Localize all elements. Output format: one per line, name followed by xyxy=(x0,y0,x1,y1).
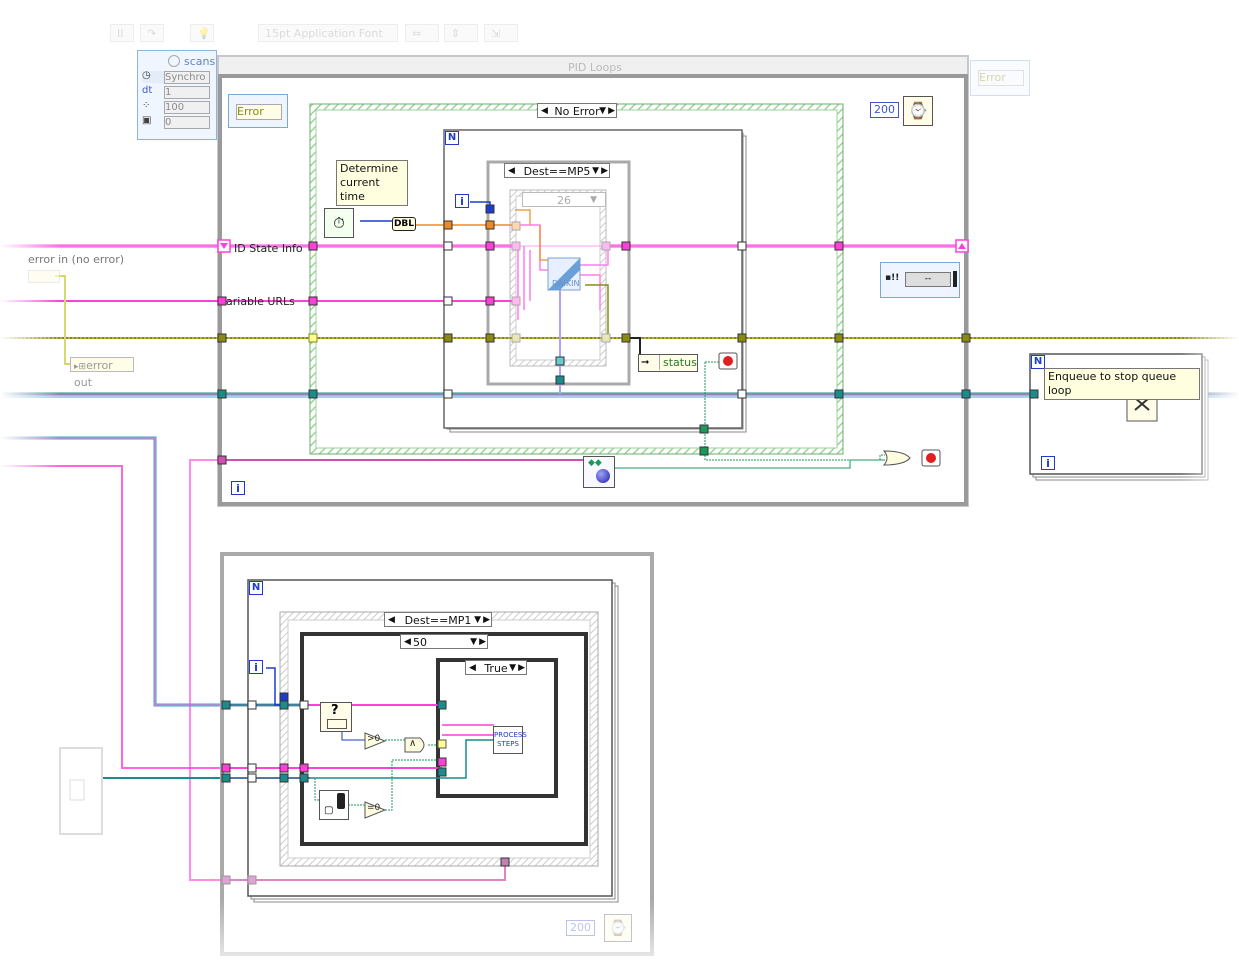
processor-icon: ▣ xyxy=(142,115,152,126)
case-50-selector[interactable]: ◀ 50 ▼ ▶ xyxy=(400,634,488,649)
scans-cluster[interactable]: scans ◷ Synchro dt 1 ⁘ 100 ▣ 0 xyxy=(137,50,217,140)
inner-case2-dropdown-icon[interactable]: ▼ xyxy=(590,195,597,205)
and-label: ∧ xyxy=(409,738,417,749)
case-next-icon[interactable]: ▶ xyxy=(608,106,615,116)
highlight-button[interactable]: 💡 xyxy=(190,24,214,42)
lower-wait-constant[interactable]: 200 xyxy=(566,920,595,936)
enqueue-for-count-icon[interactable]: N xyxy=(1031,355,1045,369)
lower-wait-icon[interactable]: ⌚ xyxy=(604,914,632,942)
error-indicator-left[interactable]: Error xyxy=(228,94,288,128)
error-in-control[interactable] xyxy=(28,270,60,283)
equal-zero-node xyxy=(364,801,387,819)
eq0-label: =0 xyxy=(367,803,381,813)
mp1-dropdown-icon[interactable]: ▼ xyxy=(474,615,481,625)
process-steps-subvi[interactable]: PROCESS STEPS xyxy=(493,726,527,754)
case-prev-icon[interactable]: ◀ xyxy=(541,106,548,116)
true-dropdown-icon[interactable]: ▼ xyxy=(509,663,516,673)
lower-for-count-icon[interactable]: N xyxy=(249,581,263,595)
timer-icon: ◷ xyxy=(142,70,151,81)
distribute-button[interactable]: ⇕ xyxy=(444,24,478,42)
clock-icon xyxy=(168,55,180,67)
lower-iteration-terminal: i xyxy=(249,660,263,674)
status-unbundle[interactable]: ➞ status xyxy=(638,354,698,372)
offset-field[interactable]: 100 xyxy=(164,101,210,114)
font-select[interactable]: 15pt Application Font xyxy=(258,24,398,42)
error-out-indicator[interactable]: ▸⊞error out xyxy=(70,357,134,389)
error-cluster-const[interactable]: ▪!! -- xyxy=(880,262,960,298)
dt-label: dt xyxy=(142,85,153,96)
case-50-dropdown-icon[interactable]: ▼ xyxy=(470,637,477,647)
pid-state-label: ID State Info xyxy=(234,242,303,255)
offset-icon: ⁘ xyxy=(142,100,151,111)
to-dbl-node[interactable]: DBL xyxy=(392,217,416,231)
case-dropdown-icon[interactable]: ▼ xyxy=(599,106,606,116)
align-button[interactable]: ⇔ xyxy=(405,24,439,42)
inner-case-next-icon[interactable]: ▶ xyxy=(601,166,608,176)
error-indicator-right[interactable]: Error xyxy=(970,60,1030,96)
wait-ms-constant[interactable]: 200 xyxy=(870,102,899,118)
iteration-terminal: i xyxy=(455,194,469,208)
mp1-prev-icon[interactable]: ◀ xyxy=(388,615,395,625)
unbundle-arrow-icon: ➞ xyxy=(641,357,650,368)
gt0-label: >0 xyxy=(367,734,381,744)
scans-label: scans xyxy=(184,55,216,68)
inner-case2-selector[interactable]: 26 ▼ xyxy=(522,192,606,207)
true-next-icon[interactable]: ▶ xyxy=(518,663,525,673)
while-loop-title: PID Loops xyxy=(568,61,622,74)
tick-count-icon[interactable]: ⏱ xyxy=(324,208,354,238)
daikin-label: DAIKIN xyxy=(552,279,580,288)
error-in-label: error in (no error) xyxy=(28,253,125,266)
error-out-icon: ▸⊞ xyxy=(74,362,87,372)
note-enqueue-stop: Enqueue to stop queue loop xyxy=(1044,368,1200,400)
error-cluster-icon: ▪!! xyxy=(885,273,900,283)
queue-icon xyxy=(327,719,347,729)
cube-icon: ▢ xyxy=(324,805,334,816)
queue-status-node[interactable]: ? xyxy=(320,702,352,732)
for-loop-count-icon[interactable]: N xyxy=(445,131,459,145)
greater-than-zero-node xyxy=(364,732,387,750)
wait-icon[interactable]: ⌚ xyxy=(903,96,933,126)
timing-source-field[interactable]: Synchro xyxy=(164,71,210,84)
inner-case-selector[interactable]: ◀ Dest==MP5 ▼ ▶ xyxy=(504,163,610,178)
and-node xyxy=(404,737,425,753)
mp1-next-icon[interactable]: ▶ xyxy=(483,615,490,625)
resize-button[interactable]: ⇲ xyxy=(484,24,518,42)
case-50-prev-icon[interactable]: ◀ xyxy=(404,637,411,647)
variable-urls-label: ariable URLs xyxy=(226,295,295,308)
true-prev-icon[interactable]: ◀ xyxy=(469,663,476,673)
case-50-next-icon[interactable]: ▶ xyxy=(479,637,486,647)
processor-field[interactable]: 0 xyxy=(164,116,210,129)
enqueue-iteration-terminal: i xyxy=(1041,456,1055,470)
event-node-icon[interactable]: ◆◆ xyxy=(583,456,615,488)
tunnels xyxy=(217,204,971,465)
traffic-light-icon xyxy=(337,793,345,809)
note-determine-time: Determine current time xyxy=(336,160,408,206)
lower-tunnels xyxy=(221,692,510,885)
or-node xyxy=(882,450,911,466)
while-iteration-terminal: i xyxy=(231,481,245,495)
error-case-selector[interactable]: ◀ No Error ▼ ▶ xyxy=(537,103,617,118)
step-button[interactable]: ↷ xyxy=(140,24,164,42)
dt-field[interactable]: 1 xyxy=(164,86,210,99)
mp1-case-selector[interactable]: ◀ Dest==MP1 ▼ ▶ xyxy=(384,612,492,627)
traffic-light-node[interactable]: ▢ xyxy=(319,790,349,820)
question-icon: ? xyxy=(331,703,339,718)
pause-button[interactable]: II xyxy=(110,24,134,42)
inner-case-dropdown-icon[interactable]: ▼ xyxy=(592,166,599,176)
inner-case-prev-icon[interactable]: ◀ xyxy=(508,166,515,176)
true-case-selector[interactable]: ◀ True ▼ ▶ xyxy=(465,660,527,675)
